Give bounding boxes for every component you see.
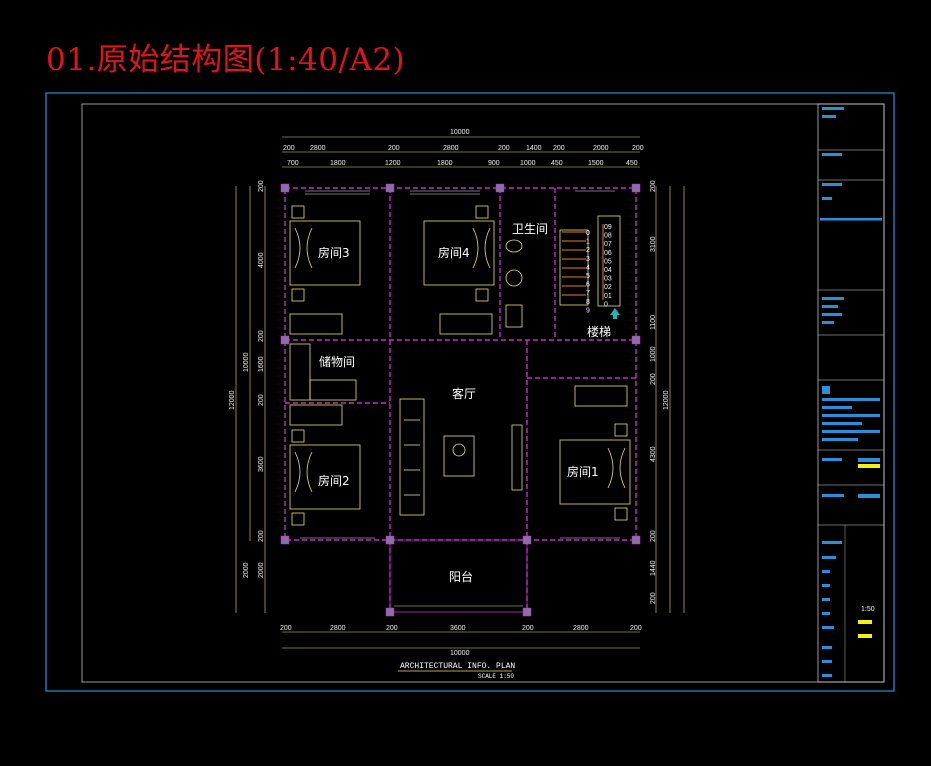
dim-left-value: 2000 — [258, 562, 265, 578]
dim-top2-value: 450 — [626, 160, 638, 167]
dim-left-value: 4000 — [258, 252, 265, 268]
stair-step-number: 09 — [604, 224, 612, 231]
stair-step-number: 7 — [586, 290, 590, 297]
dim-left-value: 200 — [258, 330, 265, 342]
label-storage: 储物间 — [319, 354, 355, 369]
dim-top2-value: 1500 — [588, 160, 604, 167]
scale-value: 1:50 — [861, 606, 875, 613]
dim-left-value: 1600 — [258, 356, 265, 372]
stair-step-number: 08 — [604, 233, 612, 240]
dim-left-total: 12000 — [229, 390, 236, 410]
dims-right-parts: 200 3100 1100 1000 200 4300 200 1440 200 — [650, 180, 657, 604]
label-bathroom: 卫生间 — [512, 222, 548, 236]
stair-step-number: 02 — [604, 284, 612, 291]
label-stairs: 楼梯 — [587, 324, 611, 339]
stair-treads — [562, 224, 604, 300]
dim-top-total: 10000 — [450, 129, 470, 136]
dim-left-sub: 10000 — [243, 352, 250, 372]
dims-bottom-row1: 200 2800 200 3600 200 2800 200 — [280, 625, 642, 632]
dim-right-value: 1440 — [650, 560, 657, 576]
dim-right-value: 200 — [650, 373, 657, 385]
page-title: 01.原始结构图(1:40/A2) — [46, 42, 406, 78]
dim-top1-value: 2800 — [443, 145, 459, 152]
stair-step-number: 2 — [586, 247, 590, 254]
dim-left-value: 200 — [258, 394, 265, 406]
dim-top1-value: 200 — [632, 145, 644, 152]
dim-top2-value: 450 — [551, 160, 563, 167]
dimension-lines — [235, 136, 685, 649]
stair-step-number: 01 — [604, 293, 612, 300]
stair-step-number: 1 — [586, 239, 590, 246]
dim-top1-value: 200 — [498, 145, 510, 152]
stair-step-number: 04 — [604, 267, 612, 274]
label-room3: 房间3 — [318, 245, 350, 260]
dim-top1-value: 200 — [283, 145, 295, 152]
dim-right-value: 3100 — [650, 236, 657, 252]
dim-bottom1-value: 2800 — [330, 625, 346, 632]
dim-top1-value: 2800 — [310, 145, 326, 152]
label-balcony: 阳台 — [449, 569, 473, 584]
dim-bottom1-value: 200 — [630, 625, 642, 632]
dim-top2-value: 900 — [488, 160, 500, 167]
dims-top-row1: 200 2800 200 2800 200 1400 200 2000 200 — [283, 145, 644, 152]
stair-step-number: 8 — [586, 299, 590, 306]
dim-right-value: 200 — [650, 530, 657, 542]
stair-step-number: 05 — [604, 258, 612, 265]
dim-top1-value: 2000 — [593, 145, 609, 152]
dim-top2-value: 1800 — [437, 160, 453, 167]
dim-left-value: 3600 — [258, 456, 265, 472]
dim-bottom-total: 10000 — [450, 650, 470, 657]
label-room2: 房间2 — [318, 473, 350, 488]
dim-right-value: 200 — [650, 592, 657, 604]
stair-step-number: 06 — [604, 250, 612, 257]
stair-step-number: 3 — [586, 256, 590, 263]
stair-arrow-icon — [610, 308, 620, 315]
stair-step-number: 0 — [604, 301, 608, 308]
dim-top2-value: 1800 — [330, 160, 346, 167]
label-room4: 房间4 — [438, 245, 470, 260]
windows — [300, 190, 620, 539]
dims-top-row2: 700 1800 1200 1800 900 1000 450 1500 450 — [287, 160, 638, 167]
dim-bottom1-value: 200 — [386, 625, 398, 632]
dim-bottom1-value: 200 — [280, 625, 292, 632]
label-living-room: 客厅 — [452, 386, 476, 401]
dim-bottom1-value: 3600 — [450, 625, 466, 632]
label-room1: 房间1 — [567, 464, 599, 479]
dim-right-total: 12000 — [663, 390, 670, 410]
dim-right-value: 1100 — [650, 315, 657, 330]
stair-step-number: 5 — [586, 273, 590, 280]
dim-top2-value: 700 — [287, 160, 299, 167]
inner-frame — [81, 103, 885, 683]
dim-bottom1-value: 2800 — [573, 625, 589, 632]
stair-step-number: 03 — [604, 276, 612, 283]
dim-bottom1-value: 200 — [522, 625, 534, 632]
stair-step-number: 6 — [586, 282, 590, 289]
dim-top1-value: 1400 — [526, 145, 542, 152]
stair-step-number: 07 — [604, 241, 612, 248]
dim-top1-value: 200 — [553, 145, 565, 152]
dim-left-value: 200 — [258, 180, 265, 192]
plan-caption: ARCHITECTURAL INFO. PLAN — [400, 662, 515, 671]
dim-left-value: 200 — [258, 530, 265, 542]
stair-step-number: 4 — [586, 264, 590, 271]
title-block: 1:50 — [817, 103, 885, 683]
dim-top1-value: 200 — [388, 145, 400, 152]
dim-right-value: 200 — [650, 180, 657, 192]
dims-left-parts: 200 4000 200 1600 200 3600 200 2000 2000 — [243, 180, 265, 578]
columns — [280, 183, 641, 617]
stair-step-number: 0 — [586, 230, 590, 237]
dim-right-value: 4300 — [650, 446, 657, 462]
dim-top2-value: 1200 — [385, 160, 401, 167]
furniture — [289, 205, 631, 526]
dim-top2-value: 1000 — [520, 160, 536, 167]
stair-step-number: 9 — [586, 307, 590, 314]
dim-right-value: 1000 — [650, 346, 657, 362]
dim-left-value: 2000 — [243, 562, 250, 578]
outer-frame — [45, 92, 895, 692]
plan-scale: SCALE 1:50 — [478, 673, 514, 680]
